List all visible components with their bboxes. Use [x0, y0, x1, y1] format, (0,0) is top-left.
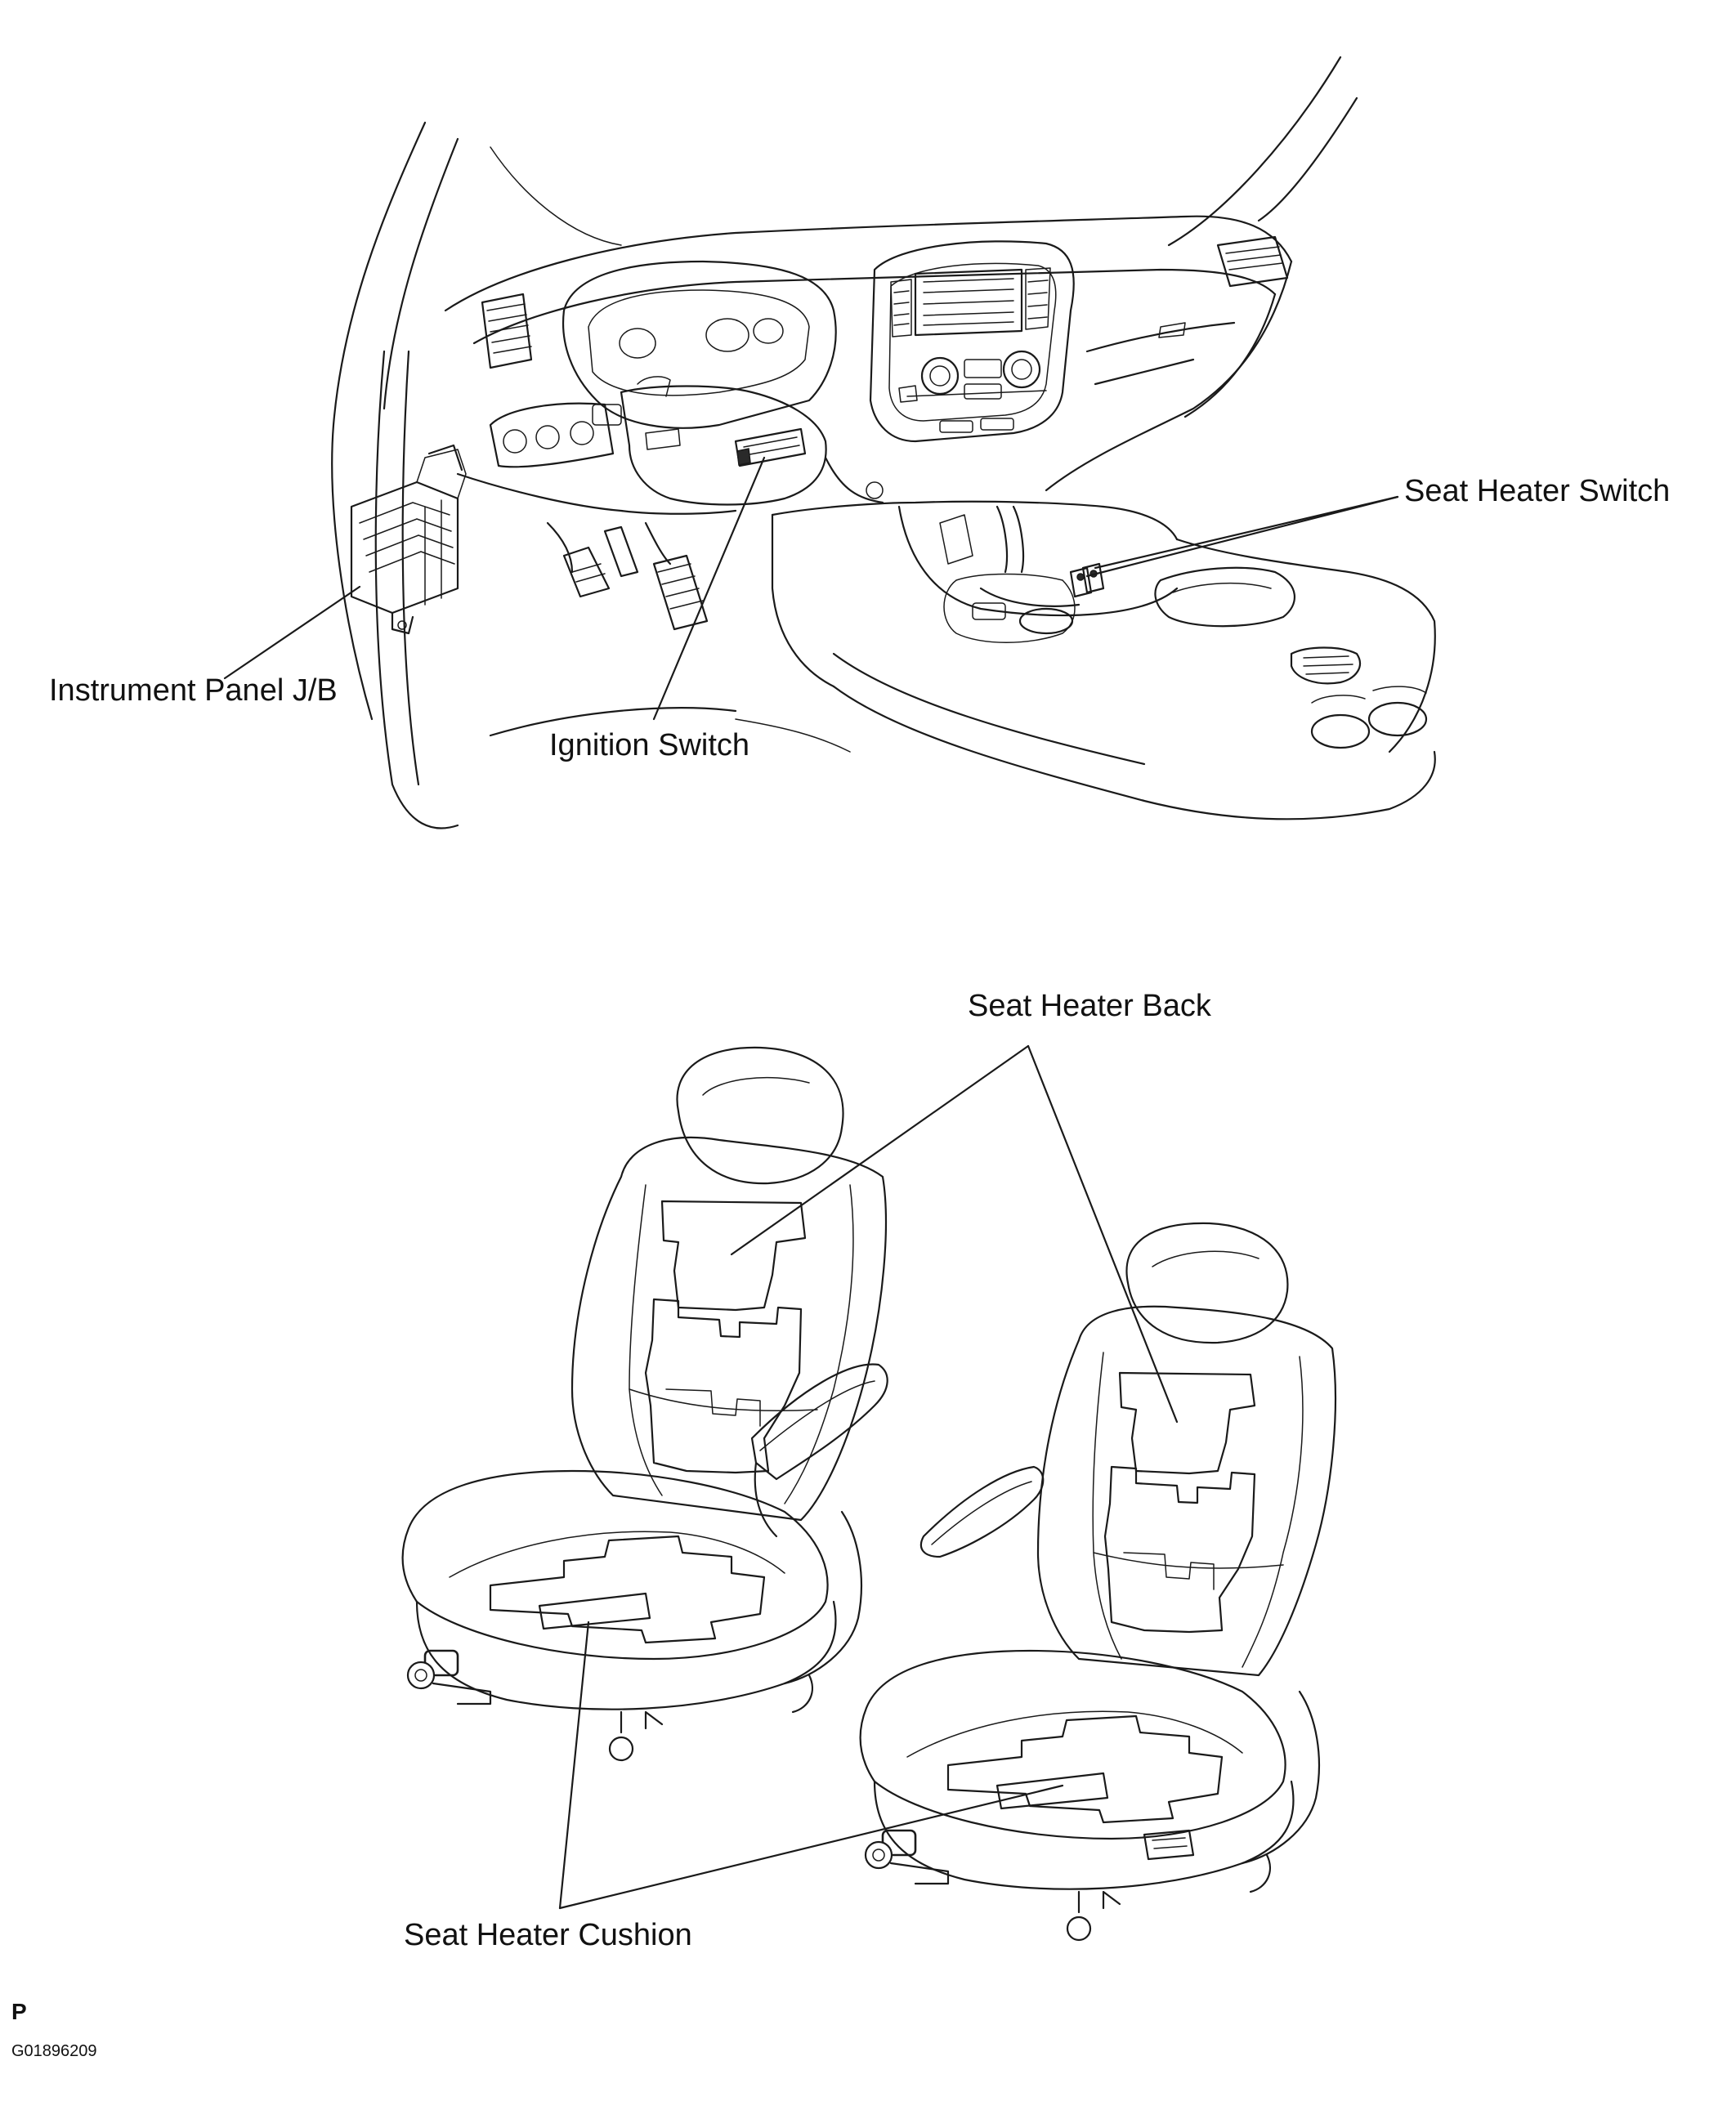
leader-lines-seats — [558, 1044, 1179, 1910]
leader-lines-dashboard — [223, 456, 1399, 721]
seat-heater-cushion-label: Seat Heater Cushion — [404, 1918, 692, 1952]
ignition-switch-label: Ignition Switch — [549, 728, 750, 762]
instrument-panel-jb-label: Instrument Panel J/B — [49, 673, 338, 708]
figure-code: G01896209 — [11, 2042, 97, 2060]
dashboard-illustration — [331, 56, 1436, 829]
page-marker: P — [11, 1999, 27, 2024]
seat-heater-back-label: Seat Heater Back — [968, 989, 1211, 1023]
right-seat-illustration — [859, 1222, 1337, 1942]
left-seat-illustration — [401, 1046, 888, 1762]
seat-heater-switch-label: Seat Heater Switch — [1404, 474, 1671, 508]
